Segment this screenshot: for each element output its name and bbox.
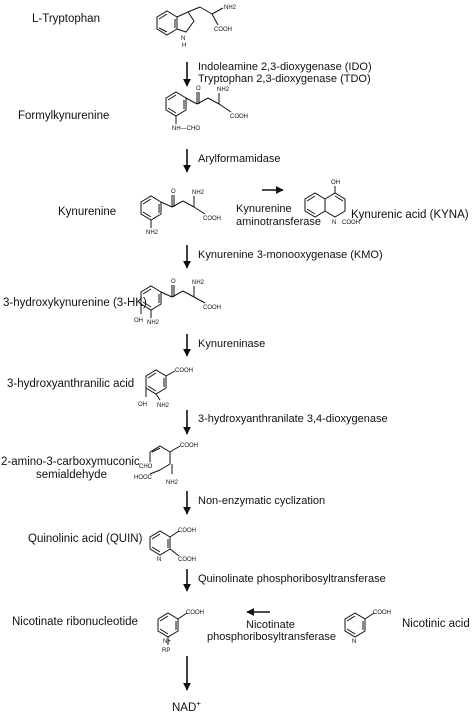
enzyme-tdo: Tryptophan 2,3-dioxygenase (TDO) <box>198 73 371 85</box>
na-cooh-label: COOH <box>373 610 391 616</box>
3hk-o-label: O <box>171 279 176 285</box>
kyn-o-label: O <box>171 189 176 195</box>
na-n-label: N <box>352 639 356 645</box>
formylkynurenine-structure <box>165 91 232 124</box>
nad-superscript: + <box>196 699 201 708</box>
enzyme-qprt: Quinolinate phosphoribosyltransferase <box>198 573 386 585</box>
3hk-cooh-label: COOH <box>203 305 221 311</box>
quin-cooh-label-2: COOH <box>178 557 196 563</box>
compound-3-hydroxyanthranilic-acid: 3-hydroxyanthranilic acid <box>7 378 135 390</box>
trp-h-label: H <box>182 43 186 49</box>
nicotinic-acid-structure <box>344 612 375 638</box>
enzyme-kynureninase: Kynureninase <box>198 338 266 350</box>
enzyme-kat-line2: aminotransferase <box>236 216 321 228</box>
compound-kynurenic-acid: Kynurenic acid (KYNA) <box>351 209 469 221</box>
fk-o-label: O <box>196 86 201 92</box>
compound-nad: NAD+ <box>172 697 201 715</box>
compound-acms-line1: 2-amino-3-carboxymuconic <box>1 456 140 468</box>
quin-cooh-label-1: COOH <box>178 528 196 534</box>
compound-nicotinate-ribonucleotide: Nicotinate ribonucleotide <box>12 616 138 628</box>
3-hydroxykynurenine-structure <box>140 285 206 318</box>
kyn-nh2-label: NH2 <box>192 190 205 196</box>
3-hydroxyanthranilic-structure <box>145 369 176 401</box>
3haa-cooh-label: COOH <box>175 368 193 374</box>
enzyme-napt-line1: Nicotinate <box>246 619 295 631</box>
acms-cho-label: CHO <box>139 464 153 470</box>
compound-quinolinic-acid: Quinolinic acid (QUIN) <box>28 533 143 545</box>
enzyme-cyclization: Non-enzymatic cyclization <box>198 495 326 507</box>
compound-3-hydroxykynurenine: 3-hydroxykynurenine (3-HK) <box>3 297 147 309</box>
kyna-oh-label: OH <box>331 180 340 186</box>
compound-l-tryptophan: L-Tryptophan <box>32 13 100 25</box>
nad-text: NAD <box>172 701 197 714</box>
compound-acms-line2: semialdehyde <box>36 469 107 481</box>
tryptophan-structure <box>156 6 224 36</box>
kyna-cooh-label: COOH <box>342 220 360 226</box>
enzyme-ido: Indoleamine 2,3-dioxygenase (IDO) <box>198 61 372 73</box>
quinolinic-acid-structure <box>149 530 180 557</box>
3hk-oh-label: OH <box>134 318 143 324</box>
fk-cooh-label: COOH <box>230 114 248 120</box>
3haa-oh-label: OH <box>138 402 147 408</box>
nr-cooh-label: COOH <box>186 610 204 616</box>
compound-nicotinic-acid: Nicotinic acid <box>402 618 470 630</box>
nr-n-plus-label: N+ <box>163 639 171 645</box>
fk-nhcho-label: NH—CHO <box>172 126 200 132</box>
acms-structure <box>149 445 181 475</box>
fk-nh2-label: NH2 <box>217 87 230 93</box>
acms-cooh-label: COOH <box>180 443 198 449</box>
enzyme-kat-line1: Kynurenine <box>236 203 292 215</box>
enzyme-haao: 3-hydroxyanthranilate 3,4-dioxygenase <box>198 413 388 425</box>
kynurenic-acid-structure <box>304 186 346 218</box>
3haa-nh2-label: NH2 <box>157 403 170 409</box>
3hk-ring-nh2-label: NH2 <box>147 320 160 326</box>
kyna-n-label: N <box>332 220 336 226</box>
kyn-cooh-label: COOH <box>203 216 221 222</box>
kyn-ring-nh2-label: NH2 <box>146 230 159 236</box>
acms-nh2-label: NH2 <box>166 480 179 486</box>
quin-n-label: N <box>157 557 161 563</box>
compound-formylkynurenine: Formylkynurenine <box>18 110 110 122</box>
nr-rp-label: RP <box>162 648 170 654</box>
nicotinate-ribonucleotide-structure <box>157 612 188 645</box>
trp-n-label: N <box>181 36 185 42</box>
trp-nh2-label: NH2 <box>224 5 237 11</box>
compound-kynurenine: Kynurenine <box>58 206 117 218</box>
trp-cooh-label: COOH <box>214 27 232 33</box>
acms-hooc-label: HOOC <box>134 475 153 481</box>
3hk-nh2-label: NH2 <box>192 280 205 286</box>
enzyme-arylformamidase: Arylformamidase <box>198 153 281 165</box>
kynurenine-structure <box>140 195 206 228</box>
enzyme-kmo: Kynurenine 3-monooxygenase (KMO) <box>198 249 383 261</box>
enzyme-napt-line2: phosphoribosyltransferase <box>207 631 337 643</box>
